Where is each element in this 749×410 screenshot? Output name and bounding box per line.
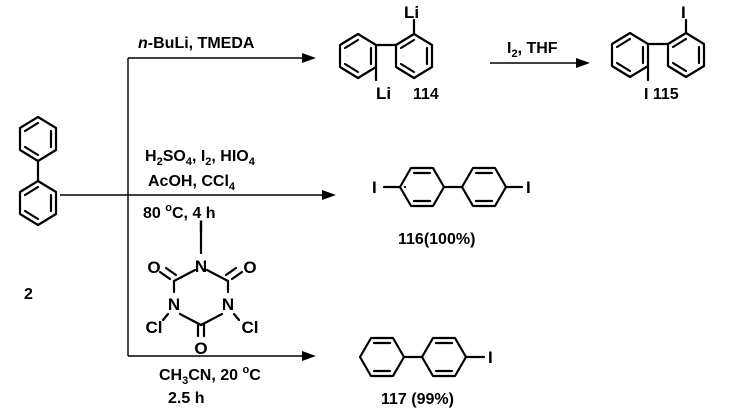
double-bond <box>671 37 688 49</box>
atom-N: N <box>222 295 234 314</box>
reagent-top: n-BuLi, TMEDA <box>138 35 255 52</box>
product-117-structure <box>358 336 486 378</box>
compound-label-116: 116(100%) <box>398 231 475 248</box>
carbonyl-bond <box>230 270 244 281</box>
compound-label-114: 114 <box>413 86 439 103</box>
compound-label-115: I 115 <box>644 86 679 103</box>
arrowhead <box>302 53 316 63</box>
reagent-iodination: I2, THF <box>507 40 558 60</box>
atom-Li: Li <box>404 3 419 22</box>
product-114-structure <box>338 18 434 82</box>
product-115-structure <box>610 18 706 82</box>
ring-upper <box>18 115 58 163</box>
single-bond <box>232 312 241 322</box>
reagent-middle-line1: H2SO4, I2, HIO4 <box>145 148 256 168</box>
carbonyl-bond <box>224 266 238 277</box>
atom-O: O <box>147 258 160 277</box>
atom-Li: Li <box>376 84 391 103</box>
arrowhead <box>576 58 590 68</box>
single-bond <box>172 268 197 283</box>
single-bond <box>199 312 224 327</box>
double-bond <box>23 145 40 157</box>
double-bond <box>399 62 416 74</box>
carbonyl-bond <box>164 266 178 277</box>
double-bond <box>23 209 40 221</box>
reagent-bottom-line1: CH3CN, 20 oC <box>159 364 261 387</box>
single-bond <box>161 312 170 322</box>
atom-N: N <box>195 257 207 276</box>
atom-N: N <box>168 295 180 314</box>
arrowhead <box>302 351 316 361</box>
atom-I: I <box>488 348 493 367</box>
atom-O: O <box>243 258 256 277</box>
double-bond <box>23 121 40 133</box>
product-116-structure <box>382 166 524 208</box>
reagent-middle-line3: 80 oC, 4 h <box>143 202 216 222</box>
atom-O: O <box>194 339 207 358</box>
biphenyl-structure <box>18 115 58 227</box>
atom-I: I <box>681 3 686 22</box>
compound-label-2: 2 <box>24 286 33 303</box>
double-bond <box>343 62 360 74</box>
double-bond <box>399 38 416 50</box>
double-bond <box>615 37 632 49</box>
single-bond <box>205 268 230 283</box>
atom-I: I <box>526 178 531 197</box>
atom-Cl: Cl <box>146 318 163 337</box>
double-bond <box>343 38 360 50</box>
reagent-middle-line2: AcOH, CCl4 <box>148 173 236 193</box>
carbonyl-bond <box>158 270 172 281</box>
ring-lower <box>18 179 58 227</box>
double-bond <box>671 61 688 73</box>
double-bond <box>23 185 40 197</box>
atom-I: I <box>372 178 377 197</box>
reagent-bottom-line2: 2.5 h <box>168 390 204 407</box>
dichloroiodoisocyanurate-structure <box>158 230 244 338</box>
compound-label-117: 117 (99%) <box>381 391 454 408</box>
atom-Cl: Cl <box>242 318 259 337</box>
double-bond <box>615 61 632 73</box>
arrowhead <box>322 190 336 200</box>
atom-I: I <box>199 217 204 236</box>
single-bond <box>178 312 203 327</box>
